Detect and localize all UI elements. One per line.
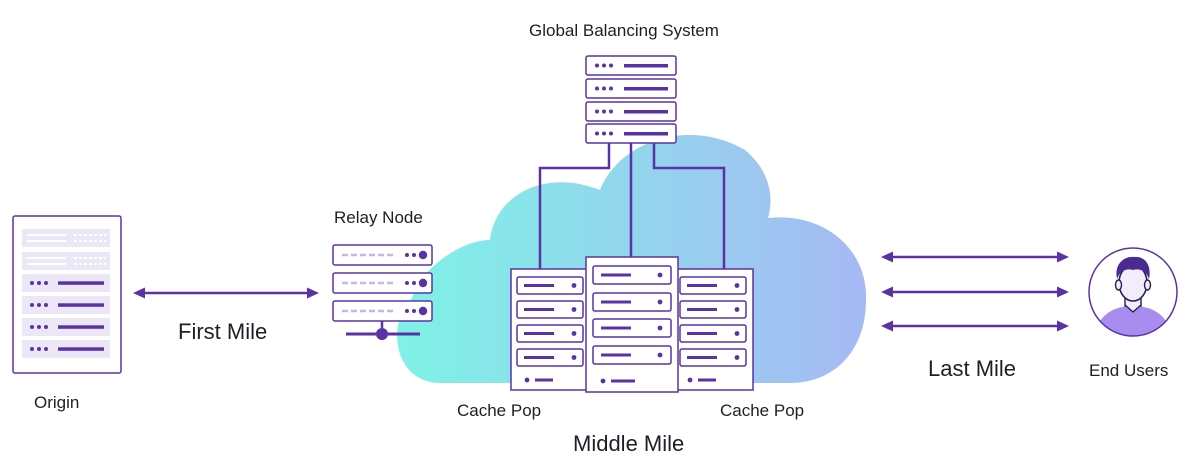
first-mile-label: First Mile xyxy=(178,319,268,344)
cache-server-icon xyxy=(585,256,679,393)
origin-label: Origin xyxy=(34,393,80,412)
global-balancing-label: Global Balancing System xyxy=(529,21,719,40)
last-mile-arrows xyxy=(881,251,1069,332)
last-mile-label: Last Mile xyxy=(928,356,1017,381)
end-users-label: End Users xyxy=(1089,361,1169,380)
middle-mile-label: Middle Mile xyxy=(573,431,685,456)
balancer-connectors xyxy=(538,143,726,270)
first-mile-arrow xyxy=(133,287,319,299)
server-stack-icon xyxy=(585,55,677,144)
cache-pop-left-label: Cache Pop xyxy=(457,401,542,420)
user-avatar-icon xyxy=(1088,247,1178,337)
cache-server-icon xyxy=(510,268,590,391)
server-rack-icon xyxy=(12,215,122,374)
relay-node-server-icon xyxy=(332,244,433,340)
cache-server-icon xyxy=(673,268,754,391)
cache-pop-right-label: Cache Pop xyxy=(720,401,805,420)
relay-node-label: Relay Node xyxy=(334,208,423,227)
